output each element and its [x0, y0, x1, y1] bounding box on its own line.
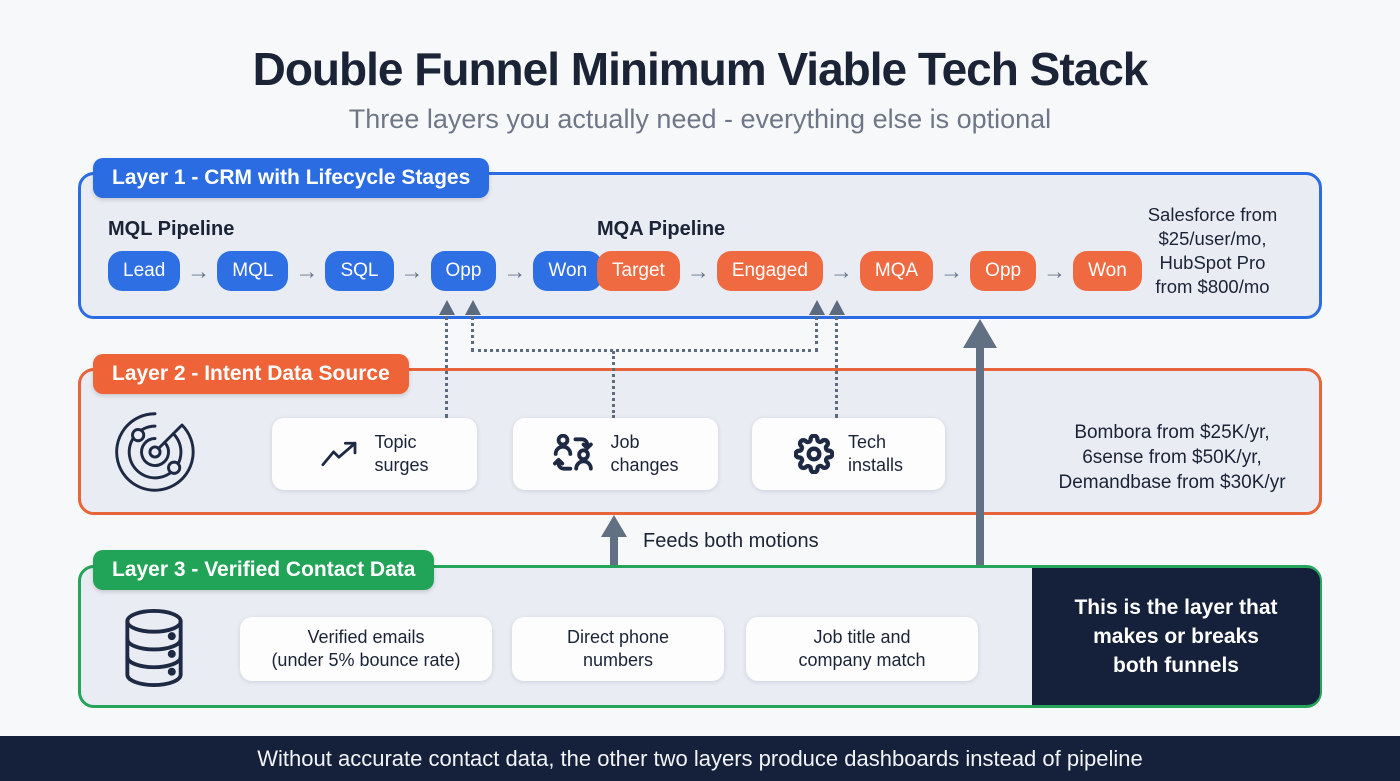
arrow-layer3-to-layer1-head [963, 319, 997, 348]
arrow-right-icon: → [187, 257, 211, 284]
arrow-right-icon: → [400, 257, 424, 284]
layer2-pricing: Bombora from $25K/yr, 6sense from $50K/y… [1022, 420, 1322, 495]
connector-arrowhead [809, 300, 825, 315]
card-line: Tech [847, 432, 887, 452]
layer2-badge: Layer 2 - Intent Data Source [93, 354, 409, 394]
layer3-callout: This is the layer that makes or breaks b… [1032, 568, 1320, 705]
page-subtitle: Three layers you actually need - everyth… [348, 104, 1052, 134]
connector-arrowhead [829, 300, 845, 315]
layer3-badge: Layer 3 - Verified Contact Data [93, 550, 435, 590]
mql-pipeline-title: MQL Pipeline [108, 218, 235, 240]
pricing-line: Demandbase from $30K/yr [1058, 472, 1286, 493]
card-line: Direct phone [566, 627, 670, 647]
card-line: changes [610, 455, 679, 475]
database-icon [120, 608, 188, 688]
card-label: Tech installs [848, 431, 903, 477]
callout-line: both funnels [1113, 654, 1239, 677]
card-line: (under 5% bounce rate) [271, 650, 461, 670]
connector-arrowhead [465, 300, 481, 315]
radar-icon [110, 406, 200, 498]
card-line: surges [374, 455, 429, 475]
people-swap-icon [552, 434, 596, 474]
layer1-badge: Layer 1 - CRM with Lifecycle Stages [93, 158, 490, 198]
connector-horizontal [471, 349, 818, 352]
stage-pill: SQL [325, 251, 394, 291]
intent-card-tech-installs: Tech installs [752, 418, 945, 490]
callout-line: makes or breaks [1093, 625, 1259, 648]
arrow-layer3-to-layer1 [976, 344, 984, 565]
mql-pipeline: Lead → MQL → SQL → Opp → Won [108, 251, 603, 291]
trending-up-icon [320, 439, 360, 469]
stage-pill: Opp [430, 251, 497, 291]
layer1-pricing: Salesforce from $25/user/mo, HubSpot Pro… [1105, 203, 1320, 299]
pricing-line: 6sense from $50K/yr, [1082, 447, 1262, 468]
card-line: numbers [582, 650, 654, 670]
pricing-line: from $800/mo [1155, 276, 1270, 297]
connector-tech-to-mqa [835, 316, 838, 418]
card-line: installs [847, 455, 904, 475]
arrow-right-icon: → [295, 257, 319, 284]
card-label: Job title and company match [798, 626, 925, 672]
stage-pill: Won [1073, 251, 1142, 291]
stage-pill: Engaged [716, 251, 823, 291]
pricing-line: Bombora from $25K/yr, [1074, 422, 1270, 443]
stage-pill: Target [597, 251, 680, 291]
footer-bar: Without accurate contact data, the other… [0, 736, 1400, 781]
card-label: Direct phone numbers [567, 626, 669, 672]
contact-card-job-title-match: Job title and company match [746, 617, 978, 681]
card-label: Verified emails (under 5% bounce rate) [271, 626, 460, 672]
pricing-line: Salesforce from [1147, 204, 1278, 225]
mqa-pipeline: Target → Engaged → MQA → Opp → Won [597, 251, 1142, 291]
connector-job-to-mql [471, 316, 474, 352]
stage-pill: Opp [970, 251, 1037, 291]
stage-pill: MQL [217, 251, 289, 291]
page-title: Double Funnel Minimum Viable Tech Stack [252, 43, 1149, 95]
footer-text: Without accurate contact data, the other… [257, 745, 1143, 771]
card-line: Verified emails [307, 627, 425, 647]
callout-text: This is the layer that makes or breaks b… [1074, 593, 1277, 680]
connector-job-stem [612, 351, 615, 418]
intent-card-topic-surges: Topic surges [272, 418, 477, 490]
contact-card-verified-emails: Verified emails (under 5% bounce rate) [240, 617, 492, 681]
callout-line: This is the layer that [1074, 596, 1278, 619]
stage-pill: MQA [859, 251, 934, 291]
arrow-right-icon: → [1043, 257, 1067, 284]
stage-pill: Lead [108, 251, 181, 291]
connector-topic-to-mql [445, 316, 448, 418]
connector-arrowhead [439, 300, 455, 315]
stage-pill: Won [533, 251, 603, 291]
arrow-right-icon: → [503, 257, 527, 284]
arrow-right-icon: → [686, 257, 710, 284]
connector-job-to-mqa [815, 316, 818, 352]
gear-icon [793, 434, 834, 474]
arrow-right-icon: → [829, 257, 853, 284]
arrow-right-icon: → [940, 257, 964, 284]
card-line: Job title and [813, 627, 911, 647]
mqa-pipeline-title: MQA Pipeline [597, 218, 726, 240]
intent-card-job-changes: Job changes [513, 418, 718, 490]
pricing-line: $25/user/mo, [1158, 228, 1267, 249]
arrow-layer3-to-layer2-head [601, 515, 627, 537]
card-line: Topic [374, 432, 417, 452]
pricing-line: HubSpot Pro [1159, 252, 1266, 273]
arrow-layer3-to-layer2 [610, 534, 618, 565]
feeds-both-motions-label: Feeds both motions [643, 530, 819, 552]
contact-card-direct-phone: Direct phone numbers [512, 617, 724, 681]
card-label: Job changes [610, 431, 678, 477]
card-line: company match [798, 650, 926, 670]
card-label: Topic surges [374, 431, 428, 477]
card-line: Job [610, 432, 640, 452]
